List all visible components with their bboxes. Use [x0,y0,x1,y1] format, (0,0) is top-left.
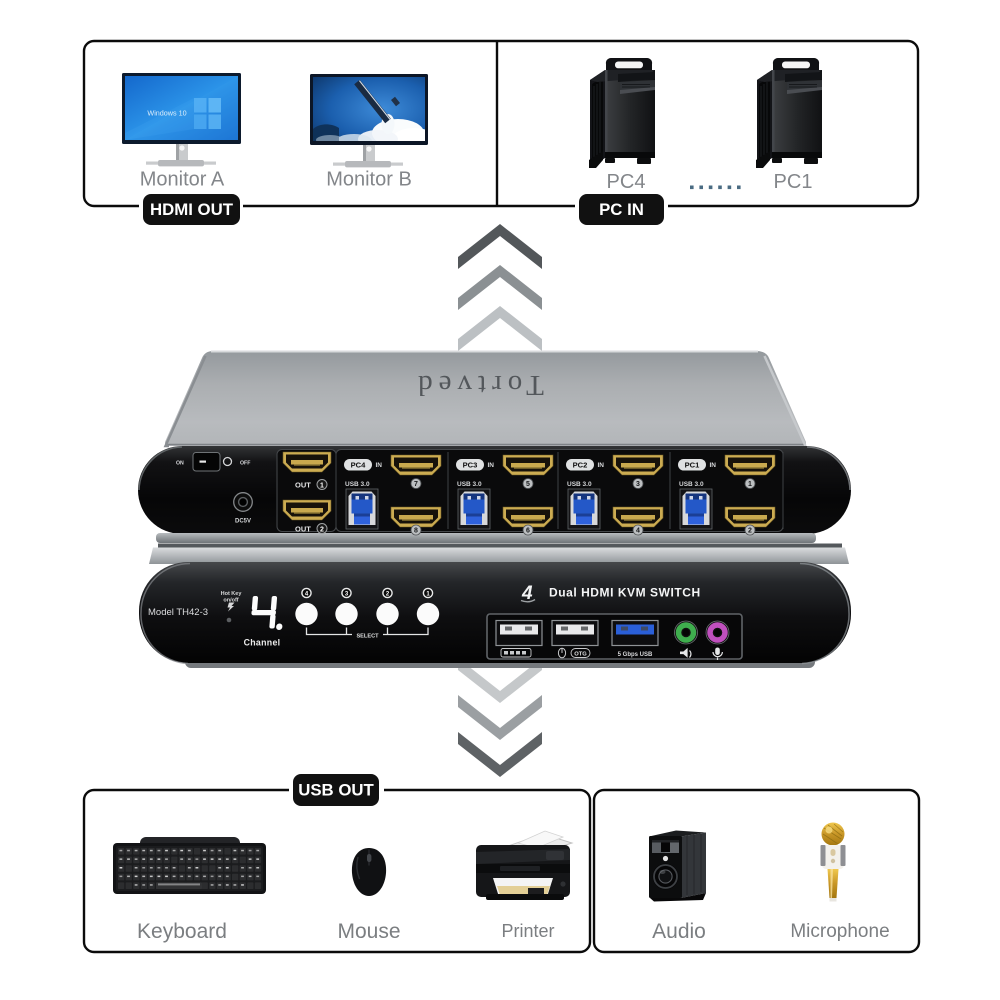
svg-text:Tortved: Tortved [412,369,544,401]
svg-text:USB 3.0: USB 3.0 [457,481,482,488]
svg-text:USB 3.0: USB 3.0 [345,481,370,488]
svg-text:PC IN: PC IN [599,200,644,219]
svg-text:SELECT: SELECT [356,633,379,639]
svg-text:HDMI OUT: HDMI OUT [150,200,234,219]
svg-text:Printer: Printer [501,921,554,941]
svg-text:2: 2 [320,526,324,533]
svg-text:7: 7 [414,481,418,488]
svg-text:5 Gbps USB: 5 Gbps USB [618,652,653,658]
svg-text:3: 3 [345,591,349,597]
svg-text:OFF: OFF [240,461,250,467]
svg-text:4: 4 [521,583,533,604]
svg-text:IN: IN [376,462,383,469]
svg-text:Dual HDMI KVM SWITCH: Dual HDMI KVM SWITCH [549,586,701,600]
svg-text:4: 4 [305,591,309,597]
svg-text:4: 4 [636,527,640,534]
svg-text:Keyboard: Keyboard [137,920,227,943]
svg-text:Monitor A: Monitor A [140,169,225,191]
svg-text:OUT: OUT [295,525,311,534]
svg-text:2: 2 [748,527,752,534]
svg-text:5: 5 [526,481,530,488]
svg-text:IN: IN [598,462,605,469]
svg-text:OUT: OUT [295,481,311,490]
svg-text:Audio: Audio [652,920,706,943]
svg-text:OTG: OTG [574,652,587,658]
svg-text:PC4: PC4 [351,461,367,470]
svg-text:IN: IN [488,462,495,469]
svg-text:ON: ON [176,461,184,467]
svg-text:Channel: Channel [244,638,281,648]
svg-text:PC3: PC3 [463,461,478,470]
svg-text:Model TH42-3: Model TH42-3 [148,607,208,618]
svg-text:USB OUT: USB OUT [298,781,374,800]
svg-text:Hot Key: Hot Key [221,591,243,597]
svg-text:6: 6 [526,527,530,534]
svg-text:USB 3.0: USB 3.0 [679,481,704,488]
svg-text:on/off: on/off [223,598,238,604]
svg-text:1: 1 [426,591,430,597]
svg-text:8: 8 [414,527,418,534]
svg-text:PC1: PC1 [774,171,813,193]
svg-text:Microphone: Microphone [790,921,889,942]
svg-text:Monitor B: Monitor B [326,169,412,191]
svg-text:2: 2 [386,591,390,597]
svg-text:1: 1 [320,482,324,489]
svg-text:IN: IN [710,462,717,469]
svg-text:3: 3 [636,481,640,488]
svg-text:USB 3.0: USB 3.0 [567,481,592,488]
svg-text:Mouse: Mouse [337,920,400,943]
svg-text:PC2: PC2 [573,461,588,470]
svg-text:1: 1 [748,481,752,488]
svg-text:PC1: PC1 [685,461,701,470]
svg-text:DC5V: DC5V [235,519,251,525]
svg-text:Windows 10: Windows 10 [147,109,186,118]
svg-text:PC4: PC4 [607,171,646,193]
